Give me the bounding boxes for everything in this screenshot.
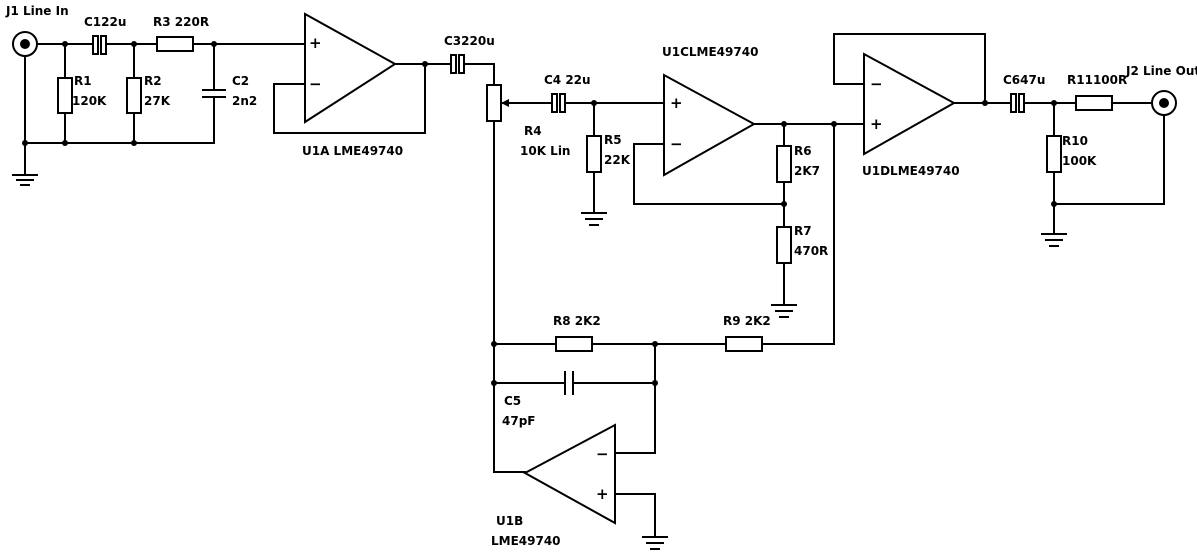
- r2-ref: R2: [144, 74, 162, 88]
- wire-u1d-feedback: [833, 33, 986, 104]
- u1a-opamp: [304, 12, 397, 124]
- wire-r9-u1c: [761, 123, 835, 345]
- r9-resistor: [725, 336, 763, 352]
- c4-capacitor: [551, 93, 566, 113]
- u1b-opamp: [522, 423, 616, 525]
- j2-output-jack: [1151, 90, 1177, 116]
- junction-dot: [131, 140, 137, 146]
- r6-value: 2K7: [794, 164, 820, 178]
- ground-symbol-r5: [581, 212, 607, 226]
- r4-potentiometer: [486, 84, 502, 122]
- r4-value: 10K Lin: [520, 144, 570, 158]
- u1d-label: U1DLME49740: [862, 164, 960, 178]
- ground-symbol-r10: [1041, 233, 1067, 247]
- c5-ref: C5: [504, 394, 521, 408]
- u1b-minus-pin: −: [596, 445, 609, 463]
- r11-resistor: [1075, 95, 1113, 111]
- r4-wiper-arrow: [501, 99, 509, 107]
- j1-input-jack: [12, 31, 38, 176]
- u1b-ref: U1B: [496, 514, 523, 528]
- u1a-label: U1A LME49740: [302, 144, 403, 158]
- junction-dot: [22, 140, 28, 146]
- u1d-minus-pin: −: [870, 75, 883, 93]
- wire-u1b-plus: [614, 493, 656, 538]
- r10-resistor: [1046, 135, 1062, 173]
- r8-resistor: [555, 336, 593, 352]
- junction-dot: [422, 61, 428, 67]
- u1a-minus-pin: −: [309, 75, 322, 93]
- j2-label: J2 Line Out: [1125, 64, 1197, 78]
- u1c-minus-pin: −: [670, 135, 683, 153]
- ground-symbol-j1: [12, 174, 38, 186]
- u1d-plus-pin: +: [870, 115, 883, 133]
- r1-ref: R1: [74, 74, 92, 88]
- c6-label: C647u: [1003, 73, 1045, 87]
- r5-value: 22K: [604, 153, 631, 167]
- junction-dot: [62, 41, 68, 47]
- junction-dot: [211, 41, 217, 47]
- junction-dot: [781, 121, 787, 127]
- r7-resistor: [776, 226, 792, 264]
- u1b-plus-pin: +: [596, 485, 609, 503]
- c6-capacitor: [1010, 93, 1025, 113]
- r1-value: 120K: [72, 94, 107, 108]
- r10-ref: R10: [1062, 134, 1088, 148]
- u1d-opamp: [863, 52, 957, 156]
- r3-label: R3 220R: [153, 15, 209, 29]
- wire-u1a-feedback: [273, 63, 426, 134]
- junction-dot: [982, 100, 988, 106]
- u1b-value: LME49740: [491, 534, 561, 548]
- r6-ref: R6: [794, 144, 812, 158]
- r2-resistor: [126, 77, 142, 114]
- ground-symbol-u1b: [642, 536, 668, 550]
- r7-value: 470R: [794, 244, 828, 258]
- wire-u1c-feedback: [633, 143, 785, 205]
- r2-value: 27K: [144, 94, 171, 108]
- c2-ref: C2: [232, 74, 249, 88]
- u1c-opamp: [663, 73, 757, 177]
- wire-c3-r4: [463, 63, 495, 86]
- junction-dot: [62, 140, 68, 146]
- junction-dot: [491, 341, 497, 347]
- junction-dot: [1051, 201, 1057, 207]
- r10-value: 100K: [1062, 154, 1097, 168]
- r7-ref: R7: [794, 224, 812, 238]
- ground-symbol-r7: [771, 304, 797, 318]
- r9-label: R9 2K2: [723, 314, 771, 328]
- u1c-label: U1CLME49740: [662, 45, 758, 59]
- r6-resistor: [776, 145, 792, 183]
- r5-ref: R5: [604, 133, 622, 147]
- junction-dot: [781, 201, 787, 207]
- junction-dot: [131, 41, 137, 47]
- c3-label: C3220u: [444, 34, 495, 48]
- c1-capacitor: [92, 35, 107, 55]
- r1-resistor: [57, 77, 73, 114]
- r5-resistor: [586, 135, 602, 173]
- u1c-plus-pin: +: [670, 94, 683, 112]
- j1-label: J1 Line In: [5, 4, 69, 18]
- r4-ref: R4: [524, 124, 542, 138]
- c5-value: 47pF: [502, 414, 536, 428]
- u1a-plus-pin: +: [309, 34, 322, 52]
- c3-capacitor: [450, 54, 465, 74]
- c2-value: 2n2: [232, 94, 257, 108]
- r11-label: R11100R: [1067, 73, 1127, 87]
- wire-u1b-minus: [614, 343, 656, 454]
- junction-dot: [491, 380, 497, 386]
- c4-label: C4 22u: [544, 73, 591, 87]
- c1-label: C122u: [84, 15, 126, 29]
- r8-label: R8 2K2: [553, 314, 601, 328]
- r3-resistor: [156, 36, 194, 52]
- wire-j2-ground: [1053, 114, 1165, 205]
